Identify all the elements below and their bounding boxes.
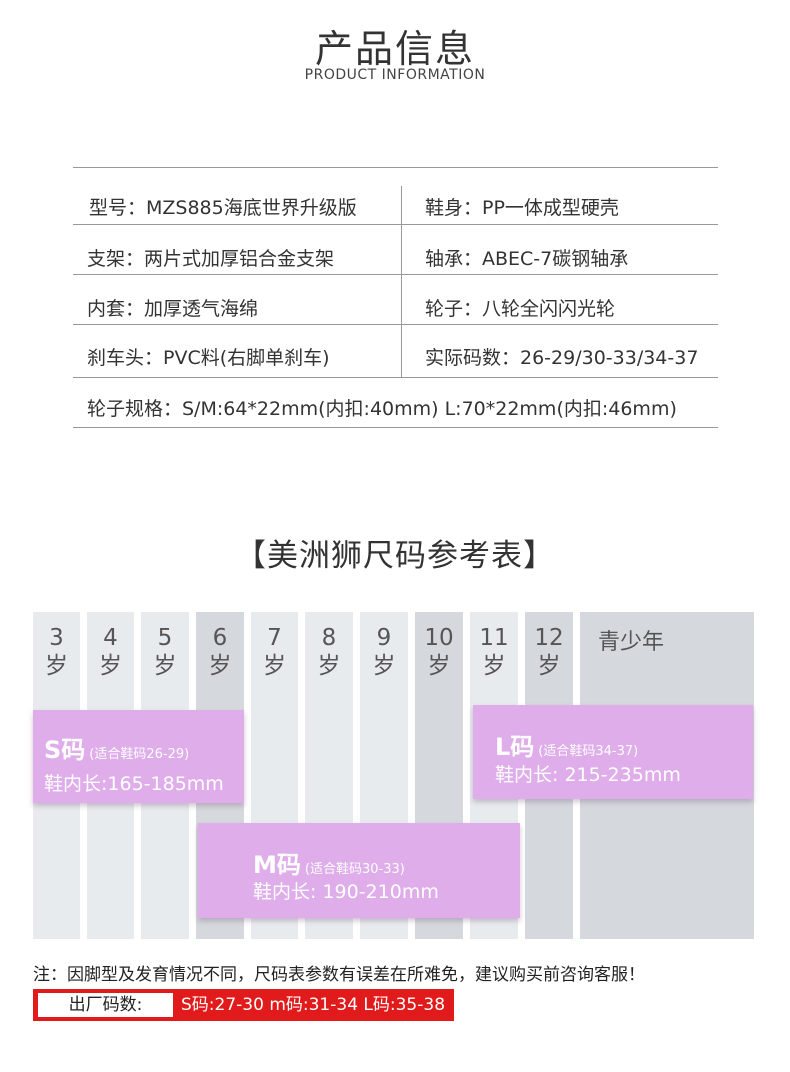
spec-brake: 刹车头：PVC料(右脚单刹车) — [87, 347, 330, 369]
size-box-l: L码(适合鞋码34-37) 鞋内长: 215-235mm — [473, 705, 753, 799]
table-divider — [73, 324, 718, 325]
size-length: 鞋内长: 215-235mm — [495, 764, 681, 786]
age-unit: 岁 — [208, 653, 232, 679]
age-unit: 岁 — [317, 653, 341, 679]
table-column-divider — [401, 186, 402, 377]
factory-label: 出厂码数: — [38, 993, 173, 1017]
size-chart-title: 【美洲狮尺码参考表】 — [235, 538, 555, 574]
age-number: 5 — [157, 625, 173, 651]
age-number: 7 — [267, 625, 282, 651]
age-number: 12 — [534, 625, 564, 651]
size-disclaimer: 注：因脚型及发育情况不同，尺码表参数有误差在所难免，建议购买前咨询客服！ — [33, 965, 645, 985]
teen-label: 青少年 — [598, 630, 665, 655]
factory-sizes-banner: 出厂码数: S码:27-30 m码:31-34 L码:35-38 — [33, 989, 454, 1021]
page-title: 产品信息 — [314, 27, 475, 71]
spec-actual-sizes: 实际码数：26-29/30-33/34-37 — [425, 347, 699, 369]
spec-frame: 支架：两片式加厚铝合金支架 — [87, 248, 335, 270]
age-unit: 岁 — [153, 653, 177, 679]
spec-liner: 内套：加厚透气海绵 — [87, 298, 259, 320]
size-name: M码 — [253, 851, 301, 879]
spec-wheel-size: 轮子规格：S/M:64*22mm(内扣:40mm) L:70*22mm(内扣:4… — [87, 398, 677, 420]
age-number: 6 — [212, 625, 228, 651]
spec-bearing: 轴承：ABEC-7碳钢轴承 — [425, 248, 629, 270]
size-length: 鞋内长: 190-210mm — [253, 881, 439, 903]
size-box-m: M码(适合鞋码30-33) 鞋内长: 190-210mm — [198, 823, 520, 918]
size-note: (适合鞋码26-29) — [89, 747, 190, 762]
age-number: 10 — [424, 625, 454, 651]
size-name: S码 — [44, 736, 86, 764]
spec-wheels: 轮子：八轮全闪闪光轮 — [425, 298, 616, 320]
age-unit: 岁 — [427, 653, 451, 679]
factory-sizes: S码:27-30 m码:31-34 L码:35-38 — [181, 995, 446, 1015]
age-number: 9 — [376, 625, 392, 651]
table-divider — [73, 427, 718, 428]
age-unit: 岁 — [482, 653, 506, 679]
age-number: 4 — [103, 625, 118, 651]
size-length: 鞋内长:165-185mm — [44, 773, 224, 795]
size-box-s: S码(适合鞋码26-29) 鞋内长:165-185mm — [33, 710, 244, 803]
size-note: (适合鞋码34-37) — [538, 744, 639, 759]
age-number: 11 — [479, 625, 509, 651]
table-divider — [73, 377, 718, 378]
age-unit: 岁 — [45, 653, 68, 679]
page-subtitle: PRODUCT INFORMATION — [304, 67, 486, 83]
spec-model: 型号：MZS885海底世界升级版 — [89, 197, 357, 219]
size-name: L码 — [495, 733, 535, 761]
table-divider — [73, 274, 718, 275]
spec-body: 鞋身：PP一体成型硬壳 — [425, 197, 619, 219]
age-unit: 岁 — [263, 653, 286, 679]
table-divider — [73, 167, 718, 168]
age-unit: 岁 — [99, 653, 122, 679]
age-unit: 岁 — [537, 653, 561, 679]
size-note: (适合鞋码30-33) — [304, 862, 405, 877]
age-number: 8 — [321, 625, 337, 651]
age-unit: 岁 — [372, 653, 396, 679]
age-number: 3 — [49, 625, 64, 651]
table-divider — [73, 224, 718, 225]
